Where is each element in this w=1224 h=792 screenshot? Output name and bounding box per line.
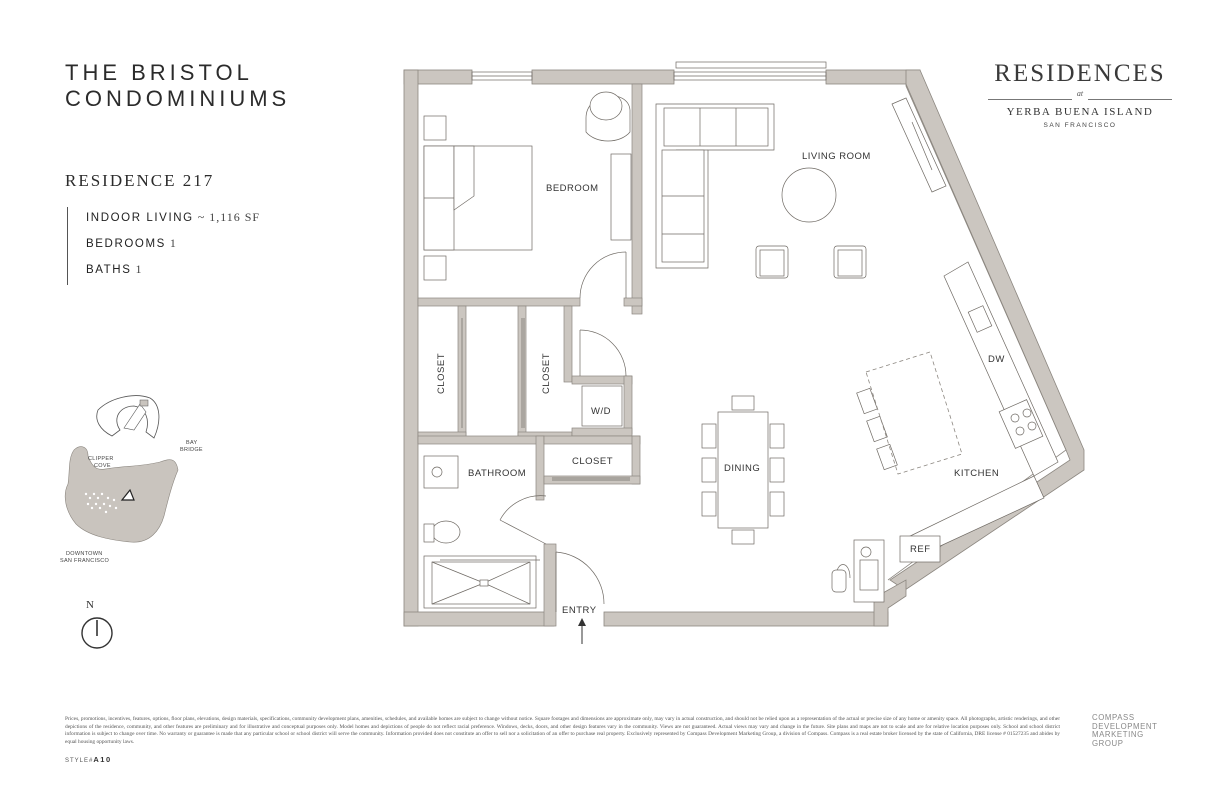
spec-baths: BATHS 1 xyxy=(86,259,260,285)
residence-heading: RESIDENCE 217 xyxy=(65,171,215,190)
compass-logo-line4: GROUP xyxy=(1092,738,1124,748)
yerba-buena-island-shape xyxy=(64,446,179,543)
label-ref: REF xyxy=(910,544,931,555)
spec-label: INDOOR LIVING xyxy=(86,212,194,224)
style-code: A10 xyxy=(93,755,112,764)
logo-location: YERBA BUENA ISLAND xyxy=(1006,106,1154,118)
label-bathroom: BATHROOM xyxy=(468,468,526,479)
map-label-bay-bridge-1: BAY xyxy=(186,440,198,446)
property-title-line2: CONDOMINIUMS xyxy=(65,86,291,111)
compass-logo-line3: MARKETING xyxy=(1092,730,1144,739)
map-label-downtown-1: DOWNTOWN xyxy=(66,551,103,557)
doors xyxy=(461,251,630,612)
windows xyxy=(471,61,827,81)
label-bedroom: BEDROOM xyxy=(546,183,599,194)
spec-value: 1 xyxy=(169,236,177,250)
map-label-downtown-2: SAN FRANCISCO xyxy=(60,558,110,564)
label-living-room: LIVING ROOM xyxy=(802,151,871,162)
label-kitchen: KITCHEN xyxy=(954,468,999,479)
spec-label: BATHS xyxy=(86,264,132,276)
logo-rule-left xyxy=(988,99,1072,100)
spec-value: 1 xyxy=(135,262,143,276)
residences-logo: RESIDENCES at YERBA BUENA ISLAND SAN FRA… xyxy=(980,60,1180,129)
compass-dmg-logo: COMPASS DEVELOPMENT MARKETING GROUP xyxy=(1092,713,1158,748)
spec-label: BEDROOMS xyxy=(86,238,166,250)
spec-indoor-living: INDOOR LIVING ~ 1,116 SF xyxy=(86,207,260,233)
label-wd: W/D xyxy=(591,406,611,417)
treasure-island-shape xyxy=(96,395,160,439)
logo-at: at xyxy=(1076,89,1084,98)
property-title-line1: THE BRISTOL xyxy=(65,60,253,85)
map-label-clipper-cove-2: COVE xyxy=(94,463,111,469)
style-tag: STYLE#A10 xyxy=(65,755,112,764)
logo-main: RESIDENCES xyxy=(994,60,1166,87)
kitchen-island xyxy=(865,351,963,475)
compass-logo-line1: COMPASS xyxy=(1092,713,1135,722)
north-compass-icon xyxy=(81,617,113,649)
furniture xyxy=(423,91,1059,609)
legal-disclaimer: Prices, promotions, incentives, features… xyxy=(65,716,1060,745)
site-marker-icon xyxy=(120,488,135,501)
location-map: CLIPPER COVE BAY BRIDGE DOWNTOWN SAN FRA… xyxy=(60,395,203,564)
property-title: THE BRISTOL CONDOMINIUMS xyxy=(65,60,290,112)
map-label-clipper-cove-1: CLIPPER xyxy=(88,456,114,462)
label-closet-c: CLOSET xyxy=(572,456,613,467)
spec-bedrooms: BEDROOMS 1 xyxy=(86,233,260,259)
compass-north-label: N xyxy=(86,599,94,611)
map-label-bay-bridge-2: BRIDGE xyxy=(180,447,203,453)
style-prefix: STYLE# xyxy=(65,758,94,764)
logo-rule-right xyxy=(1088,99,1172,100)
logo-city: SAN FRANCISCO xyxy=(1043,122,1117,129)
label-dw: DW xyxy=(988,354,1005,365)
exterior-walls xyxy=(403,69,1085,627)
compass-logo-line2: DEVELOPMENT xyxy=(1092,721,1158,731)
label-entry: ENTRY xyxy=(562,605,597,616)
residence-specs: INDOOR LIVING ~ 1,116 SF BEDROOMS 1 BATH… xyxy=(67,207,260,285)
label-closet-b: CLOSET xyxy=(541,353,552,394)
label-closet-a: CLOSET xyxy=(436,353,447,394)
spec-value: ~ 1,116 SF xyxy=(197,210,261,224)
entry-arrow-icon xyxy=(578,618,586,644)
label-dining: DINING xyxy=(724,463,760,474)
